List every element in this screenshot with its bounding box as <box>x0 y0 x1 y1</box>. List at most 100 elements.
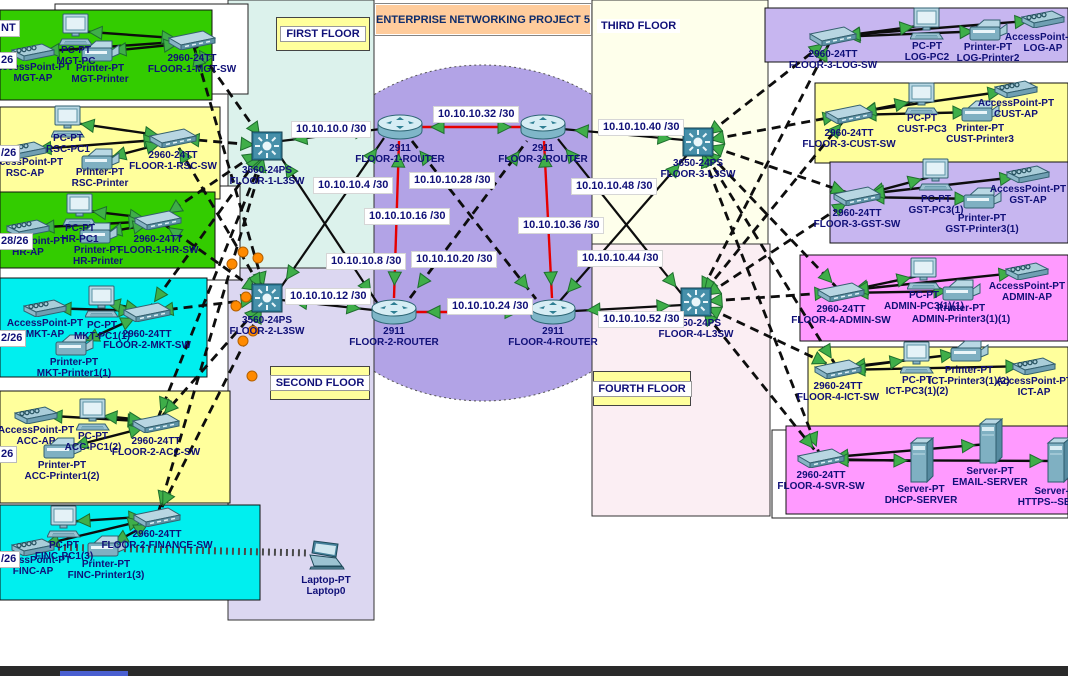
link-up-arrow <box>132 524 149 538</box>
device-mgt-ap[interactable] <box>11 43 55 61</box>
network-link-trunk <box>697 140 858 198</box>
device-mkt-ap[interactable] <box>23 299 67 317</box>
device-ict-sw[interactable] <box>814 359 862 379</box>
device-gst-ap[interactable] <box>1006 165 1050 183</box>
device-l3sw2[interactable] <box>251 281 283 315</box>
device-model: PC-PT <box>906 113 937 124</box>
device-acc-sw[interactable] <box>132 413 180 433</box>
device-mkt-pc[interactable] <box>85 285 119 319</box>
device-mkt-sw[interactable] <box>123 302 171 322</box>
device-hr-printer[interactable] <box>78 222 118 246</box>
device-hostname: RSC-Printer <box>71 178 129 189</box>
network-link-trunk <box>154 297 269 424</box>
device-email-server[interactable] <box>977 418 1003 464</box>
device-log-printer[interactable] <box>968 19 1008 43</box>
device-hostname: CUST-Printer3 <box>946 134 1014 145</box>
link-up-arrow <box>162 489 176 507</box>
device-hr-sw[interactable] <box>134 210 182 230</box>
device-gst-sw[interactable] <box>833 186 881 206</box>
device-https-server[interactable] <box>1045 437 1068 483</box>
clipped-subnet-label: 26 <box>0 52 18 69</box>
device-finc-pc[interactable] <box>47 505 81 539</box>
device-mkt-printer[interactable] <box>54 334 94 358</box>
device-model: 2960-24TT <box>813 381 863 392</box>
device-gst-printer[interactable] <box>962 187 1002 211</box>
device-hostname: HTTPS--SERVER <box>1017 497 1068 508</box>
device-model: PC-PT <box>909 290 939 301</box>
device-mgt-printer[interactable] <box>80 40 120 64</box>
device-log-pc[interactable] <box>910 7 944 41</box>
link-up-arrow <box>888 355 905 370</box>
device-acc-pc[interactable] <box>76 398 110 432</box>
device-admin-sw[interactable] <box>817 282 865 302</box>
device-laptop0[interactable] <box>307 540 345 572</box>
floor-tag-text: FOURTH FLOOR <box>592 380 692 397</box>
link-up-arrow <box>707 292 723 308</box>
device-acc-ap[interactable] <box>14 406 58 424</box>
device-mgt-sw[interactable] <box>168 30 216 50</box>
device-l3sw4[interactable] <box>680 285 712 319</box>
device-cust-printer[interactable] <box>960 100 1000 124</box>
device-model: Printer-PT <box>75 167 125 178</box>
device-r2[interactable] <box>370 297 418 327</box>
device-r4[interactable] <box>529 297 577 327</box>
device-rsc-sw[interactable] <box>149 128 197 148</box>
device-cust-pc[interactable] <box>905 82 939 116</box>
access-point-icon <box>23 299 67 317</box>
device-cust-sw[interactable] <box>825 104 873 124</box>
switch-icon <box>123 302 171 322</box>
device-cust-ap[interactable] <box>994 80 1038 98</box>
device-l3sw1[interactable] <box>251 129 283 163</box>
link-up-arrow <box>939 348 956 364</box>
network-link-solid <box>277 152 379 305</box>
device-rsc-pc[interactable] <box>51 105 85 139</box>
device-ict-printer[interactable] <box>949 340 989 364</box>
blocked-port-indicator <box>246 370 258 382</box>
device-r1[interactable] <box>376 112 424 142</box>
device-model: AccessPoint-PT <box>6 318 84 329</box>
device-model: Laptop-PT <box>301 575 351 586</box>
link-up-arrow <box>497 119 513 135</box>
device-admin-ap[interactable] <box>1005 262 1049 280</box>
device-mgt-pc[interactable] <box>59 13 93 47</box>
device-model: 2960-24TT <box>824 128 874 139</box>
device-svr-sw[interactable] <box>797 448 845 468</box>
device-r3[interactable] <box>519 112 567 142</box>
device-gst-pc[interactable] <box>919 158 953 192</box>
network-link-dashed <box>408 140 529 299</box>
device-rsc-printer[interactable] <box>80 148 120 172</box>
device-log-sw[interactable] <box>809 26 857 46</box>
device-acc-printer[interactable] <box>42 437 82 461</box>
pc-icon <box>910 7 944 41</box>
device-finc-ap[interactable] <box>11 538 55 556</box>
device-hostname: FLOOR-2-L3SW <box>229 326 305 337</box>
device-log-ap[interactable] <box>1021 10 1065 28</box>
device-ict-pc[interactable] <box>900 341 934 375</box>
device-hr-pc[interactable] <box>63 193 97 227</box>
device-finc-printer[interactable] <box>86 535 126 559</box>
device-hostname: FLOOR-2-FINANCE-SW <box>101 540 213 551</box>
device-l3sw3[interactable] <box>682 125 714 159</box>
pc-icon <box>59 13 93 47</box>
device-finc-sw[interactable] <box>133 507 181 527</box>
device-ict-ap[interactable] <box>1012 357 1056 375</box>
printer-icon <box>968 19 1008 43</box>
network-link-trunk <box>155 297 269 518</box>
clipped-subnet-label: /26 <box>0 145 21 162</box>
link-up-arrow <box>665 162 681 179</box>
device-hostname: FLOOR-3-CUST-SW <box>802 139 896 150</box>
device-dhcp-server[interactable] <box>908 437 934 483</box>
link-up-arrow <box>284 162 299 180</box>
device-admin-printer[interactable] <box>941 279 981 303</box>
device-admin-pc[interactable] <box>907 257 941 291</box>
